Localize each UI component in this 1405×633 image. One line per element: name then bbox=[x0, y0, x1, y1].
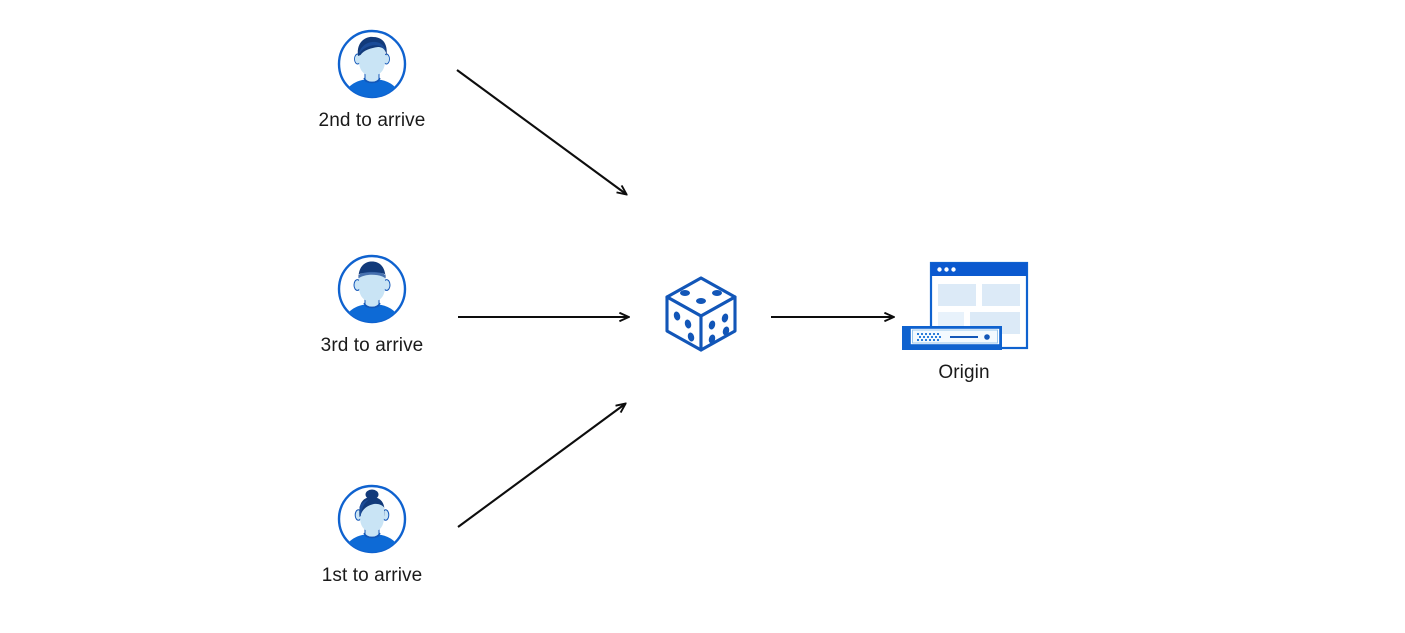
user-avatar-icon bbox=[336, 253, 408, 325]
server-device bbox=[902, 326, 1002, 350]
node-label: 3rd to arrive bbox=[320, 335, 424, 356]
user-avatar-icon bbox=[336, 483, 408, 555]
node-visitor-1st[interactable]: 1st to arrive bbox=[316, 483, 428, 587]
connector-2nd-to-dice bbox=[456, 69, 626, 194]
node-origin[interactable]: Origin bbox=[898, 258, 1030, 384]
node-visitor-3rd[interactable]: 3rd to arrive bbox=[316, 253, 428, 357]
node-visitor-2nd[interactable]: 2nd to arrive bbox=[316, 28, 428, 132]
connector-1st-to-dice bbox=[457, 404, 625, 528]
user-avatar-icon bbox=[336, 28, 408, 100]
node-label: Origin bbox=[938, 362, 990, 383]
node-label: 1st to arrive bbox=[321, 565, 423, 586]
dice-icon bbox=[655, 268, 747, 360]
node-label: 2nd to arrive bbox=[318, 110, 426, 131]
node-randomizer[interactable] bbox=[655, 268, 747, 360]
origin-server-icon bbox=[898, 258, 1030, 358]
